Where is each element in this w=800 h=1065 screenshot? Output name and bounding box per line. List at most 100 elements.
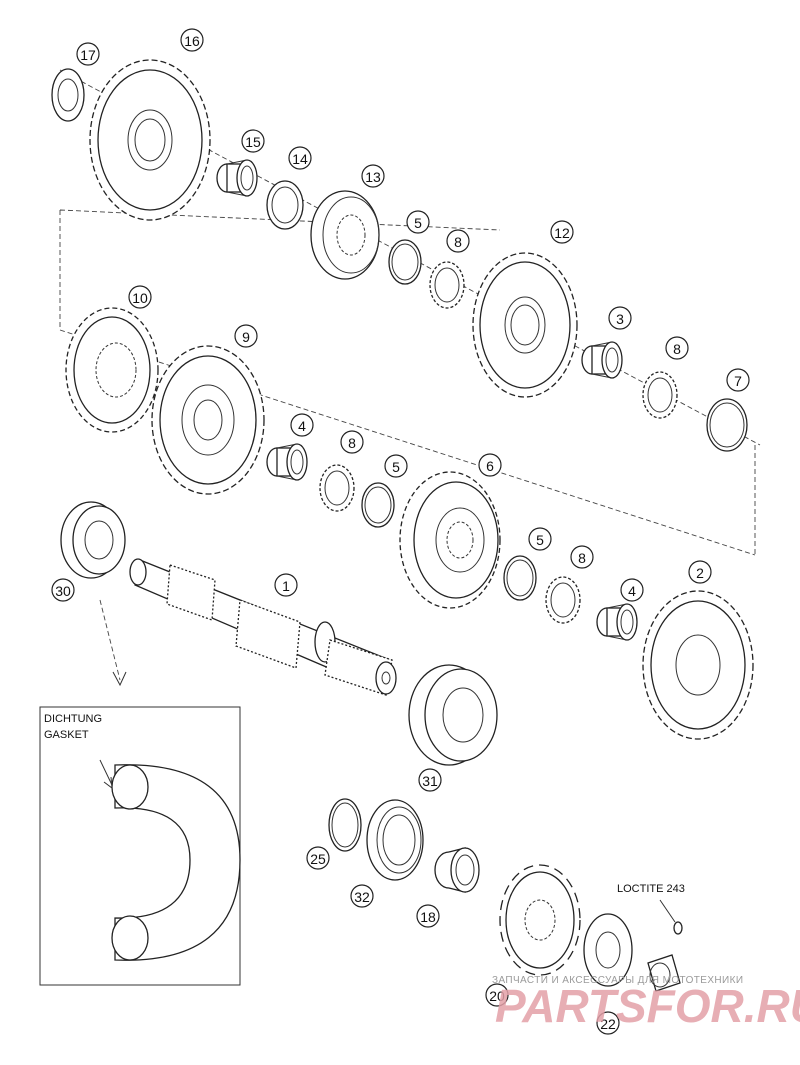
part-9-gear (151, 345, 265, 495)
callout-circle (274, 573, 298, 597)
callout-number: 8 (454, 234, 462, 250)
callout-circle (570, 545, 594, 569)
callout-c30: 30 (51, 578, 75, 602)
callout-c20: 20 (485, 983, 509, 1007)
callout-number: 2 (696, 565, 704, 581)
callout-circle (128, 285, 152, 309)
part-6-shift-gear (399, 471, 501, 609)
callout-c15: 15 (241, 129, 265, 153)
callout-number: 4 (628, 583, 636, 599)
callout-circle (446, 229, 470, 253)
callout-c5a: 5 (406, 210, 430, 234)
loctite-leader (659, 899, 676, 923)
callout-number: 1 (282, 578, 290, 594)
callout-circle (180, 28, 204, 52)
callout-c6: 6 (478, 453, 502, 477)
part-2-gear (642, 590, 754, 740)
part-16-gear (89, 59, 211, 221)
part-17-washer (51, 68, 85, 122)
callout-number: 12 (554, 225, 570, 241)
callout-c8c: 8 (665, 336, 689, 360)
callout-number: 15 (245, 134, 261, 150)
callout-number: 4 (298, 418, 306, 434)
part-5-circlip-mid (361, 482, 395, 528)
inset-line-2: GASKET (44, 729, 89, 741)
part-1-mainshaft (129, 558, 397, 696)
part-13-shift-gear (310, 190, 380, 280)
part-30-bearing (60, 501, 126, 579)
callout-number: 5 (392, 459, 400, 475)
callout-circle (350, 884, 374, 908)
watermark-tagline: ЗАПЧАСТИ И АКСЕССУАРЫ ДЛЯ МОТОТЕХНИКИ (492, 975, 743, 986)
part-sprocket-washer (583, 913, 633, 987)
part-10-gear (65, 307, 159, 433)
part-22-bolt (647, 954, 681, 992)
callout-number: 5 (536, 532, 544, 548)
callout-c4b: 4 (620, 578, 644, 602)
callout-number: 16 (184, 33, 200, 49)
callout-number: 30 (55, 583, 71, 599)
inset-line-1: DICHTUNG (44, 713, 102, 725)
part-20-sprocket (499, 864, 581, 976)
part-12-gear (472, 252, 578, 398)
callout-c25: 25 (306, 846, 330, 870)
part-loctite-pin (673, 921, 683, 935)
callout-c31: 31 (418, 768, 442, 792)
callout-number: 8 (673, 341, 681, 357)
callout-circle (688, 560, 712, 584)
callout-c8a: 8 (446, 229, 470, 253)
callout-circle (361, 164, 385, 188)
callout-c9: 9 (234, 324, 258, 348)
callout-circle (416, 904, 440, 928)
callout-number: 5 (414, 215, 422, 231)
callout-c4a: 4 (290, 413, 314, 437)
callout-c7: 7 (726, 368, 750, 392)
callout-c8d: 8 (570, 545, 594, 569)
callout-circle (528, 527, 552, 551)
callout-c8b: 8 (340, 430, 364, 454)
callout-circle (340, 430, 364, 454)
callout-c13: 13 (361, 164, 385, 188)
callout-circle (550, 220, 574, 244)
callout-circle (234, 324, 258, 348)
part-7-ring (706, 398, 748, 452)
callout-number: 18 (420, 909, 436, 925)
callout-number: 8 (578, 550, 586, 566)
part-31-bearing (408, 664, 498, 766)
callout-c2: 2 (688, 560, 712, 584)
callout-circle (478, 453, 502, 477)
callout-c5c: 5 (528, 527, 552, 551)
callout-number: 25 (310, 851, 326, 867)
callout-circle (608, 306, 632, 330)
callout-number: 20 (489, 988, 505, 1004)
callout-circle (290, 413, 314, 437)
callout-c12: 12 (550, 220, 574, 244)
part-8-thrust-washer-lower (545, 576, 581, 624)
callout-circle (726, 368, 750, 392)
callout-number: 3 (616, 311, 624, 327)
loctite-label: LOCTITE 243 (617, 883, 685, 895)
callout-circle (485, 983, 509, 1007)
part-8-thrust-washer-right (642, 371, 678, 419)
part-8-thrust-washer-mid (319, 464, 355, 512)
callout-c22: 22 (596, 1011, 620, 1035)
callout-circle (596, 1011, 620, 1035)
part-25-o-ring (328, 798, 362, 852)
callout-c3a: 3 (608, 306, 632, 330)
callout-circle (288, 146, 312, 170)
callout-number: 31 (422, 773, 438, 789)
callout-c32: 32 (350, 884, 374, 908)
callout-circle (665, 336, 689, 360)
callout-number: 8 (348, 435, 356, 451)
callout-circle (418, 768, 442, 792)
callout-number: 6 (486, 458, 494, 474)
callout-circle (620, 578, 644, 602)
part-5-circlip-upper (388, 239, 422, 285)
callout-number: 13 (365, 169, 381, 185)
callout-number: 9 (242, 329, 250, 345)
callout-number: 10 (132, 290, 148, 306)
callout-c14: 14 (288, 146, 312, 170)
